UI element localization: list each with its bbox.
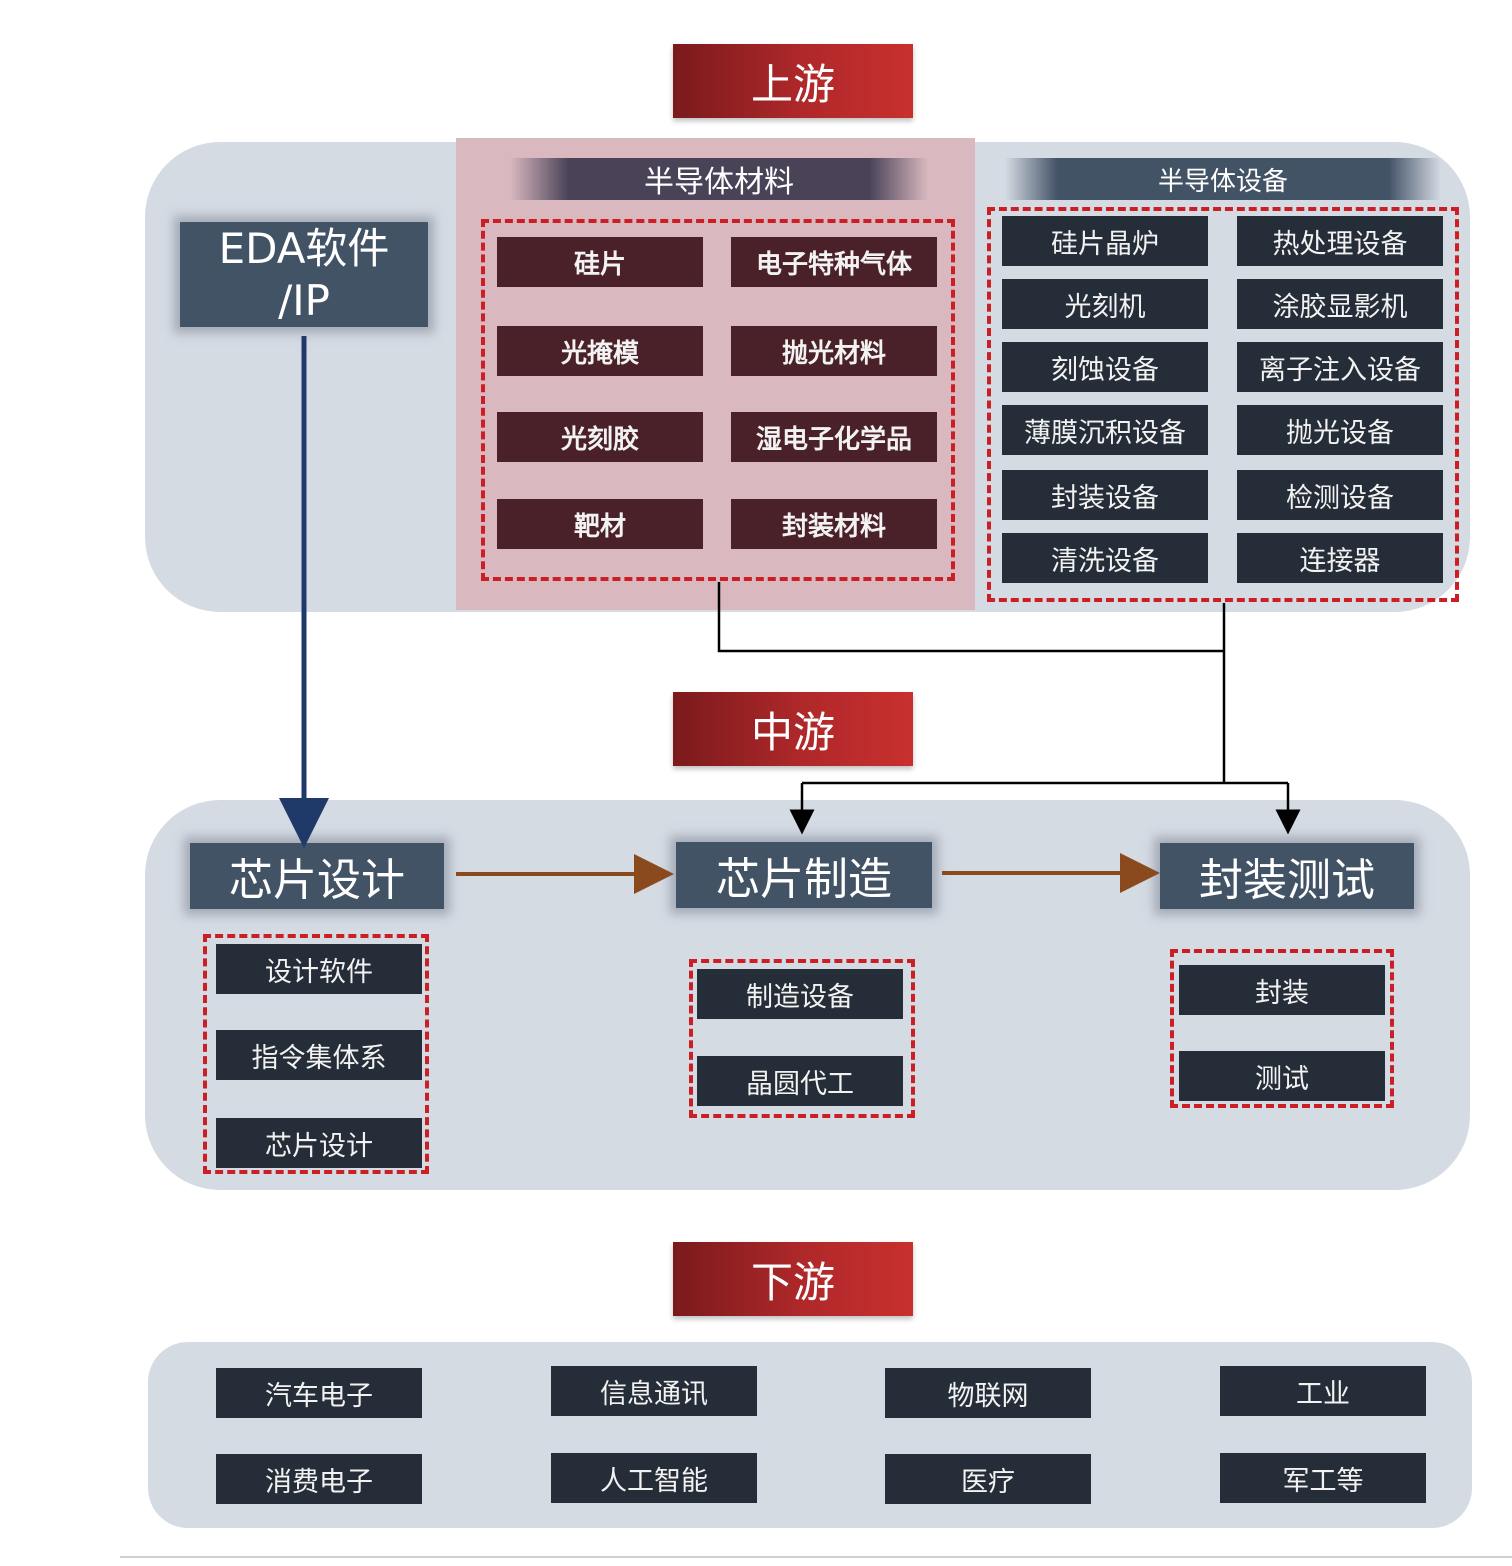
application-item: 消费电子 xyxy=(216,1454,422,1504)
application-item: 军工等 xyxy=(1220,1453,1426,1503)
application-item: 汽车电子 xyxy=(216,1368,422,1418)
eda-ip-box: EDA软件 /IP xyxy=(180,222,428,327)
design-item: 芯片设计 xyxy=(216,1118,422,1168)
application-item: 物联网 xyxy=(885,1368,1091,1418)
material-item: 硅片 xyxy=(497,237,703,287)
material-item: 光掩模 xyxy=(497,326,703,376)
equipment-item: 封装设备 xyxy=(1002,470,1208,520)
materials-dashed-group xyxy=(481,219,955,581)
equipment-item: 离子注入设备 xyxy=(1237,342,1443,392)
equipment-item: 抛光设备 xyxy=(1237,405,1443,455)
equipment-dashed-group xyxy=(987,207,1459,602)
stage-title-upstream: 上游 xyxy=(673,44,913,118)
manufacturing-item: 晶圆代工 xyxy=(697,1056,903,1106)
material-item: 电子特种气体 xyxy=(731,237,937,287)
packaging-item: 封装 xyxy=(1179,965,1385,1015)
materials-header: 半导体材料 xyxy=(510,158,928,200)
material-item: 光刻胶 xyxy=(497,412,703,462)
design-dashed-group xyxy=(203,934,429,1174)
equipment-item: 光刻机 xyxy=(1002,279,1208,329)
equipment-item: 硅片晶炉 xyxy=(1002,216,1208,266)
equipment-item: 清洗设备 xyxy=(1002,533,1208,583)
packaging-dashed-group xyxy=(1170,949,1394,1108)
equipment-item: 刻蚀设备 xyxy=(1002,342,1208,392)
material-item: 封装材料 xyxy=(731,499,937,549)
packaging-item: 测试 xyxy=(1179,1051,1385,1101)
design-item: 指令集体系 xyxy=(216,1030,422,1080)
manufacturing-item: 制造设备 xyxy=(697,969,903,1019)
manufacturing-dashed-group xyxy=(689,959,915,1118)
materials-connector xyxy=(717,582,1224,653)
application-item: 工业 xyxy=(1220,1366,1426,1416)
equipment-item: 薄膜沉积设备 xyxy=(1002,405,1208,455)
design-item: 设计软件 xyxy=(216,944,422,994)
stage-title-midstream: 中游 xyxy=(673,692,913,766)
equipment-item: 热处理设备 xyxy=(1237,216,1443,266)
equipment-header: 半导体设备 xyxy=(1005,158,1441,200)
chip-manufacturing-title: 芯片制造 xyxy=(676,842,932,908)
application-item: 医疗 xyxy=(885,1454,1091,1504)
material-item: 靶材 xyxy=(497,499,703,549)
equipment-item: 涂胶显影机 xyxy=(1237,279,1443,329)
material-item: 湿电子化学品 xyxy=(731,412,937,462)
stage-title-downstream: 下游 xyxy=(673,1242,913,1316)
application-item: 人工智能 xyxy=(551,1453,757,1503)
chip-design-title: 芯片设计 xyxy=(190,843,444,909)
packaging-testing-title: 封装测试 xyxy=(1160,843,1414,909)
material-item: 抛光材料 xyxy=(731,326,937,376)
application-item: 信息通讯 xyxy=(551,1366,757,1416)
bottom-divider xyxy=(120,1556,1512,1558)
equipment-item: 连接器 xyxy=(1237,533,1443,583)
equipment-item: 检测设备 xyxy=(1237,470,1443,520)
